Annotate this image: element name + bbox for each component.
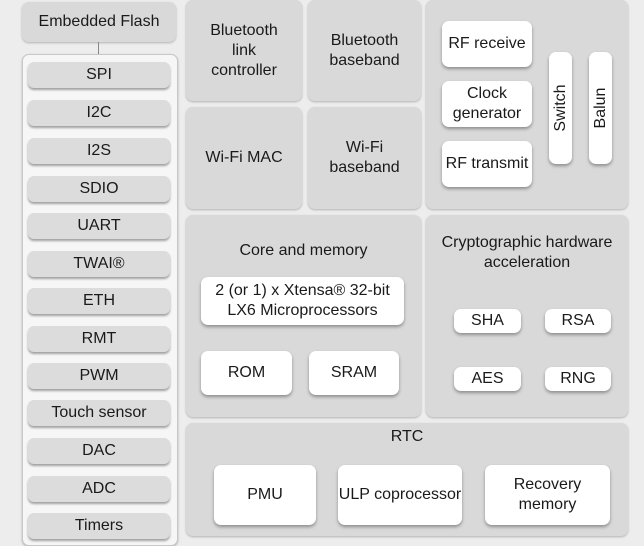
pmu-box: PMU xyxy=(214,465,316,525)
peripheral-i2c: I2C xyxy=(28,100,170,126)
peripheral-spi: SPI xyxy=(28,62,170,88)
peripheral-timers: Timers xyxy=(28,513,170,539)
wifi-baseband-block: Wi-Fi baseband xyxy=(308,107,421,209)
peripheral-adc: ADC xyxy=(28,476,170,502)
bluetooth-baseband-block: Bluetooth baseband xyxy=(308,0,421,101)
rtc-title: RTC xyxy=(390,428,424,445)
balun-label: Balun xyxy=(591,87,609,129)
bluetooth-link-controller-label: Bluetooth link controller xyxy=(210,21,278,79)
bluetooth-baseband-label: Bluetooth baseband xyxy=(329,31,400,69)
wifi-mac-label: Wi-Fi MAC xyxy=(205,149,283,166)
peripheral-twai: TWAI® xyxy=(28,251,170,277)
rf-receive-box: RF receive xyxy=(442,21,532,67)
embedded-flash-label: Embedded Flash xyxy=(38,13,160,30)
sram-box: SRAM xyxy=(309,351,399,395)
core-memory-title: Core and memory xyxy=(239,242,368,259)
wifi-baseband-label: Wi-Fi baseband xyxy=(329,139,400,176)
balun-box: Balun xyxy=(589,52,612,164)
peripheral-eth: ETH xyxy=(28,288,170,314)
peripheral-rmt: RMT xyxy=(28,326,170,352)
flash-connector xyxy=(98,42,99,56)
peripheral-pwm: PWM xyxy=(28,363,170,389)
clock-generator-box: Clock generator xyxy=(442,81,532,127)
rf-transmit-box: RF transmit xyxy=(442,141,532,187)
crypto-title: Cryptographic hardware acceleration xyxy=(441,234,613,271)
peripheral-dac: DAC xyxy=(28,438,170,464)
wifi-mac-block: Wi-Fi MAC xyxy=(186,107,302,209)
ulp-coprocessor-box: ULP coprocessor xyxy=(338,465,462,525)
bluetooth-link-controller-block: Bluetooth link controller xyxy=(186,0,302,101)
peripheral-sdio: SDIO xyxy=(28,176,170,202)
recovery-memory-box: Recovery memory xyxy=(485,465,610,525)
switch-box: Switch xyxy=(549,52,572,164)
processor-box: 2 (or 1) x Xtensa® 32-bit LX6 Microproce… xyxy=(201,277,404,325)
rng-box: RNG xyxy=(545,367,611,391)
embedded-flash-block: Embedded Flash xyxy=(22,2,176,42)
sha-box: SHA xyxy=(454,309,521,333)
rom-box: ROM xyxy=(201,351,292,395)
rsa-box: RSA xyxy=(545,309,611,333)
switch-label: Switch xyxy=(551,84,569,132)
peripheral-i2s: I2S xyxy=(28,138,170,164)
peripheral-touch-sensor: Touch sensor xyxy=(28,400,170,426)
aes-box: AES xyxy=(454,367,521,391)
peripheral-uart: UART xyxy=(28,213,170,239)
